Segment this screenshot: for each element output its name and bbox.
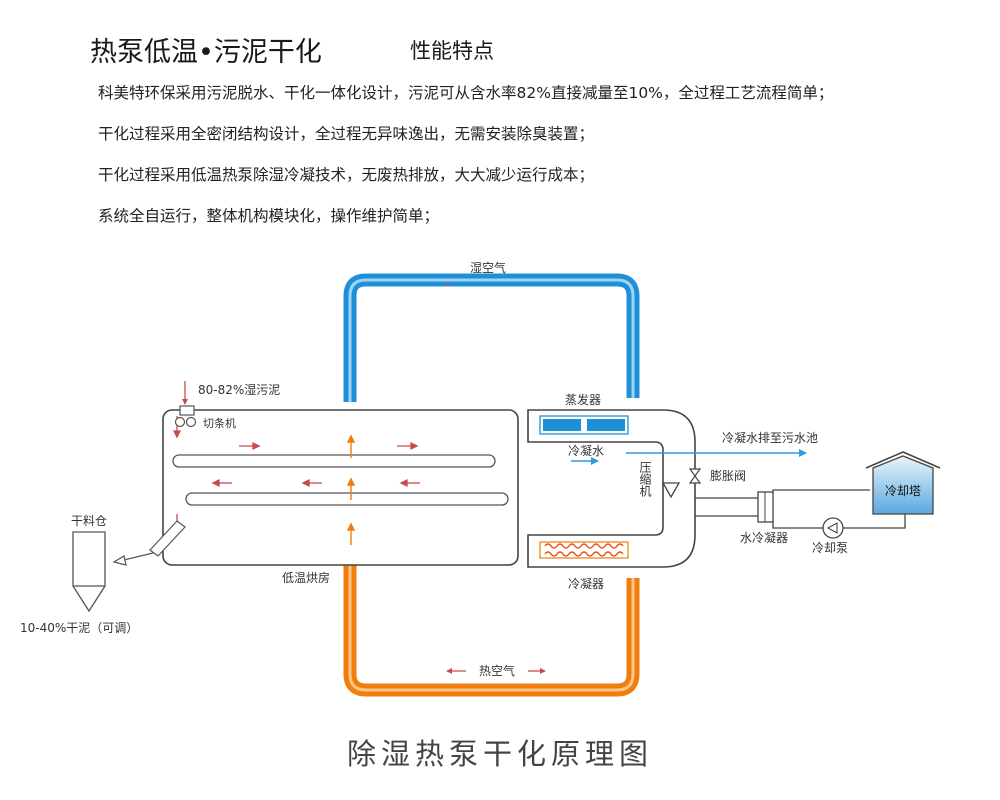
dry-bin-label: 干料仓 <box>71 514 107 528</box>
condenser-label: 冷凝器 <box>568 576 604 591</box>
dry-bin <box>72 531 106 613</box>
feature-item: 系统全自运行，整体机构模块化，操作维护简单； <box>98 207 440 225</box>
condensate-label: 冷凝水 <box>568 443 604 458</box>
wet-air-label: 湿空气 <box>470 260 506 275</box>
evaporator <box>539 415 629 435</box>
cooling-tower-label: 冷却塔 <box>885 484 921 498</box>
discharge-chute <box>112 520 186 566</box>
cutter-hopper <box>179 405 195 416</box>
expansion-valve-label: 膨胀阀 <box>710 469 746 483</box>
main-title: 热泵低温•污泥干化 <box>90 37 322 68</box>
expansion-valve-icon <box>688 468 702 484</box>
feature-list: 科美特环保采用污泥脱水、干化一体化设计，污泥可从含水率82%直接减量至10%，全… <box>98 83 978 247</box>
wet-air-duct <box>343 273 640 402</box>
condensate-drain-label: 冷凝水排至污水池 <box>722 430 818 445</box>
cooling-tower <box>865 451 941 515</box>
feature-item: 干化过程采用低温热泵除湿冷凝技术，无废热排放，大大减少运行成本； <box>98 166 595 184</box>
evaporator-label: 蒸发器 <box>565 392 601 407</box>
cutter-roller-icon <box>185 416 197 428</box>
water-condenser <box>757 491 774 523</box>
cutter-label: 切条机 <box>203 416 236 430</box>
wet-sludge-input-label: 80-82%湿污泥 <box>198 382 280 397</box>
diagram-caption: 除湿热泵干化原理图 <box>346 737 653 771</box>
conveyor-upper <box>172 454 496 468</box>
hot-air-duct <box>343 563 640 697</box>
sludge-input-arrow <box>182 381 188 405</box>
conveyor-lower <box>185 492 509 506</box>
heat-pump-diagram: 湿空气 热空气 80-82%湿污泥 切条机 低温 <box>20 260 941 697</box>
drying-room <box>162 409 519 566</box>
drying-room-label: 低温烘房 <box>282 570 330 585</box>
hot-air-arrow-right <box>528 668 546 674</box>
drying-room-up-arrows <box>346 434 356 545</box>
cutter-roller-icon <box>174 416 186 428</box>
water-condenser-label: 水冷凝器 <box>740 530 788 545</box>
cooling-pump-label: 冷却泵 <box>812 541 848 555</box>
cooling-pump-icon <box>822 517 844 539</box>
hot-air-label: 热空气 <box>479 663 515 678</box>
compressor-label-vertical: 压缩机 <box>638 461 652 497</box>
hot-air-arrow-left <box>446 668 466 674</box>
condenser <box>539 541 629 559</box>
sub-title: 性能特点 <box>410 39 494 63</box>
feature-item: 科美特环保采用污泥脱水、干化一体化设计，污泥可从含水率82%直接减量至10%，全… <box>98 84 834 102</box>
compressor-icon <box>661 482 681 499</box>
dry-sludge-output-label: 10-40%干泥（可调） <box>20 621 138 635</box>
feature-item: 干化过程采用全密闭结构设计，全过程无异味逸出，无需安装除臭装置； <box>98 125 595 143</box>
